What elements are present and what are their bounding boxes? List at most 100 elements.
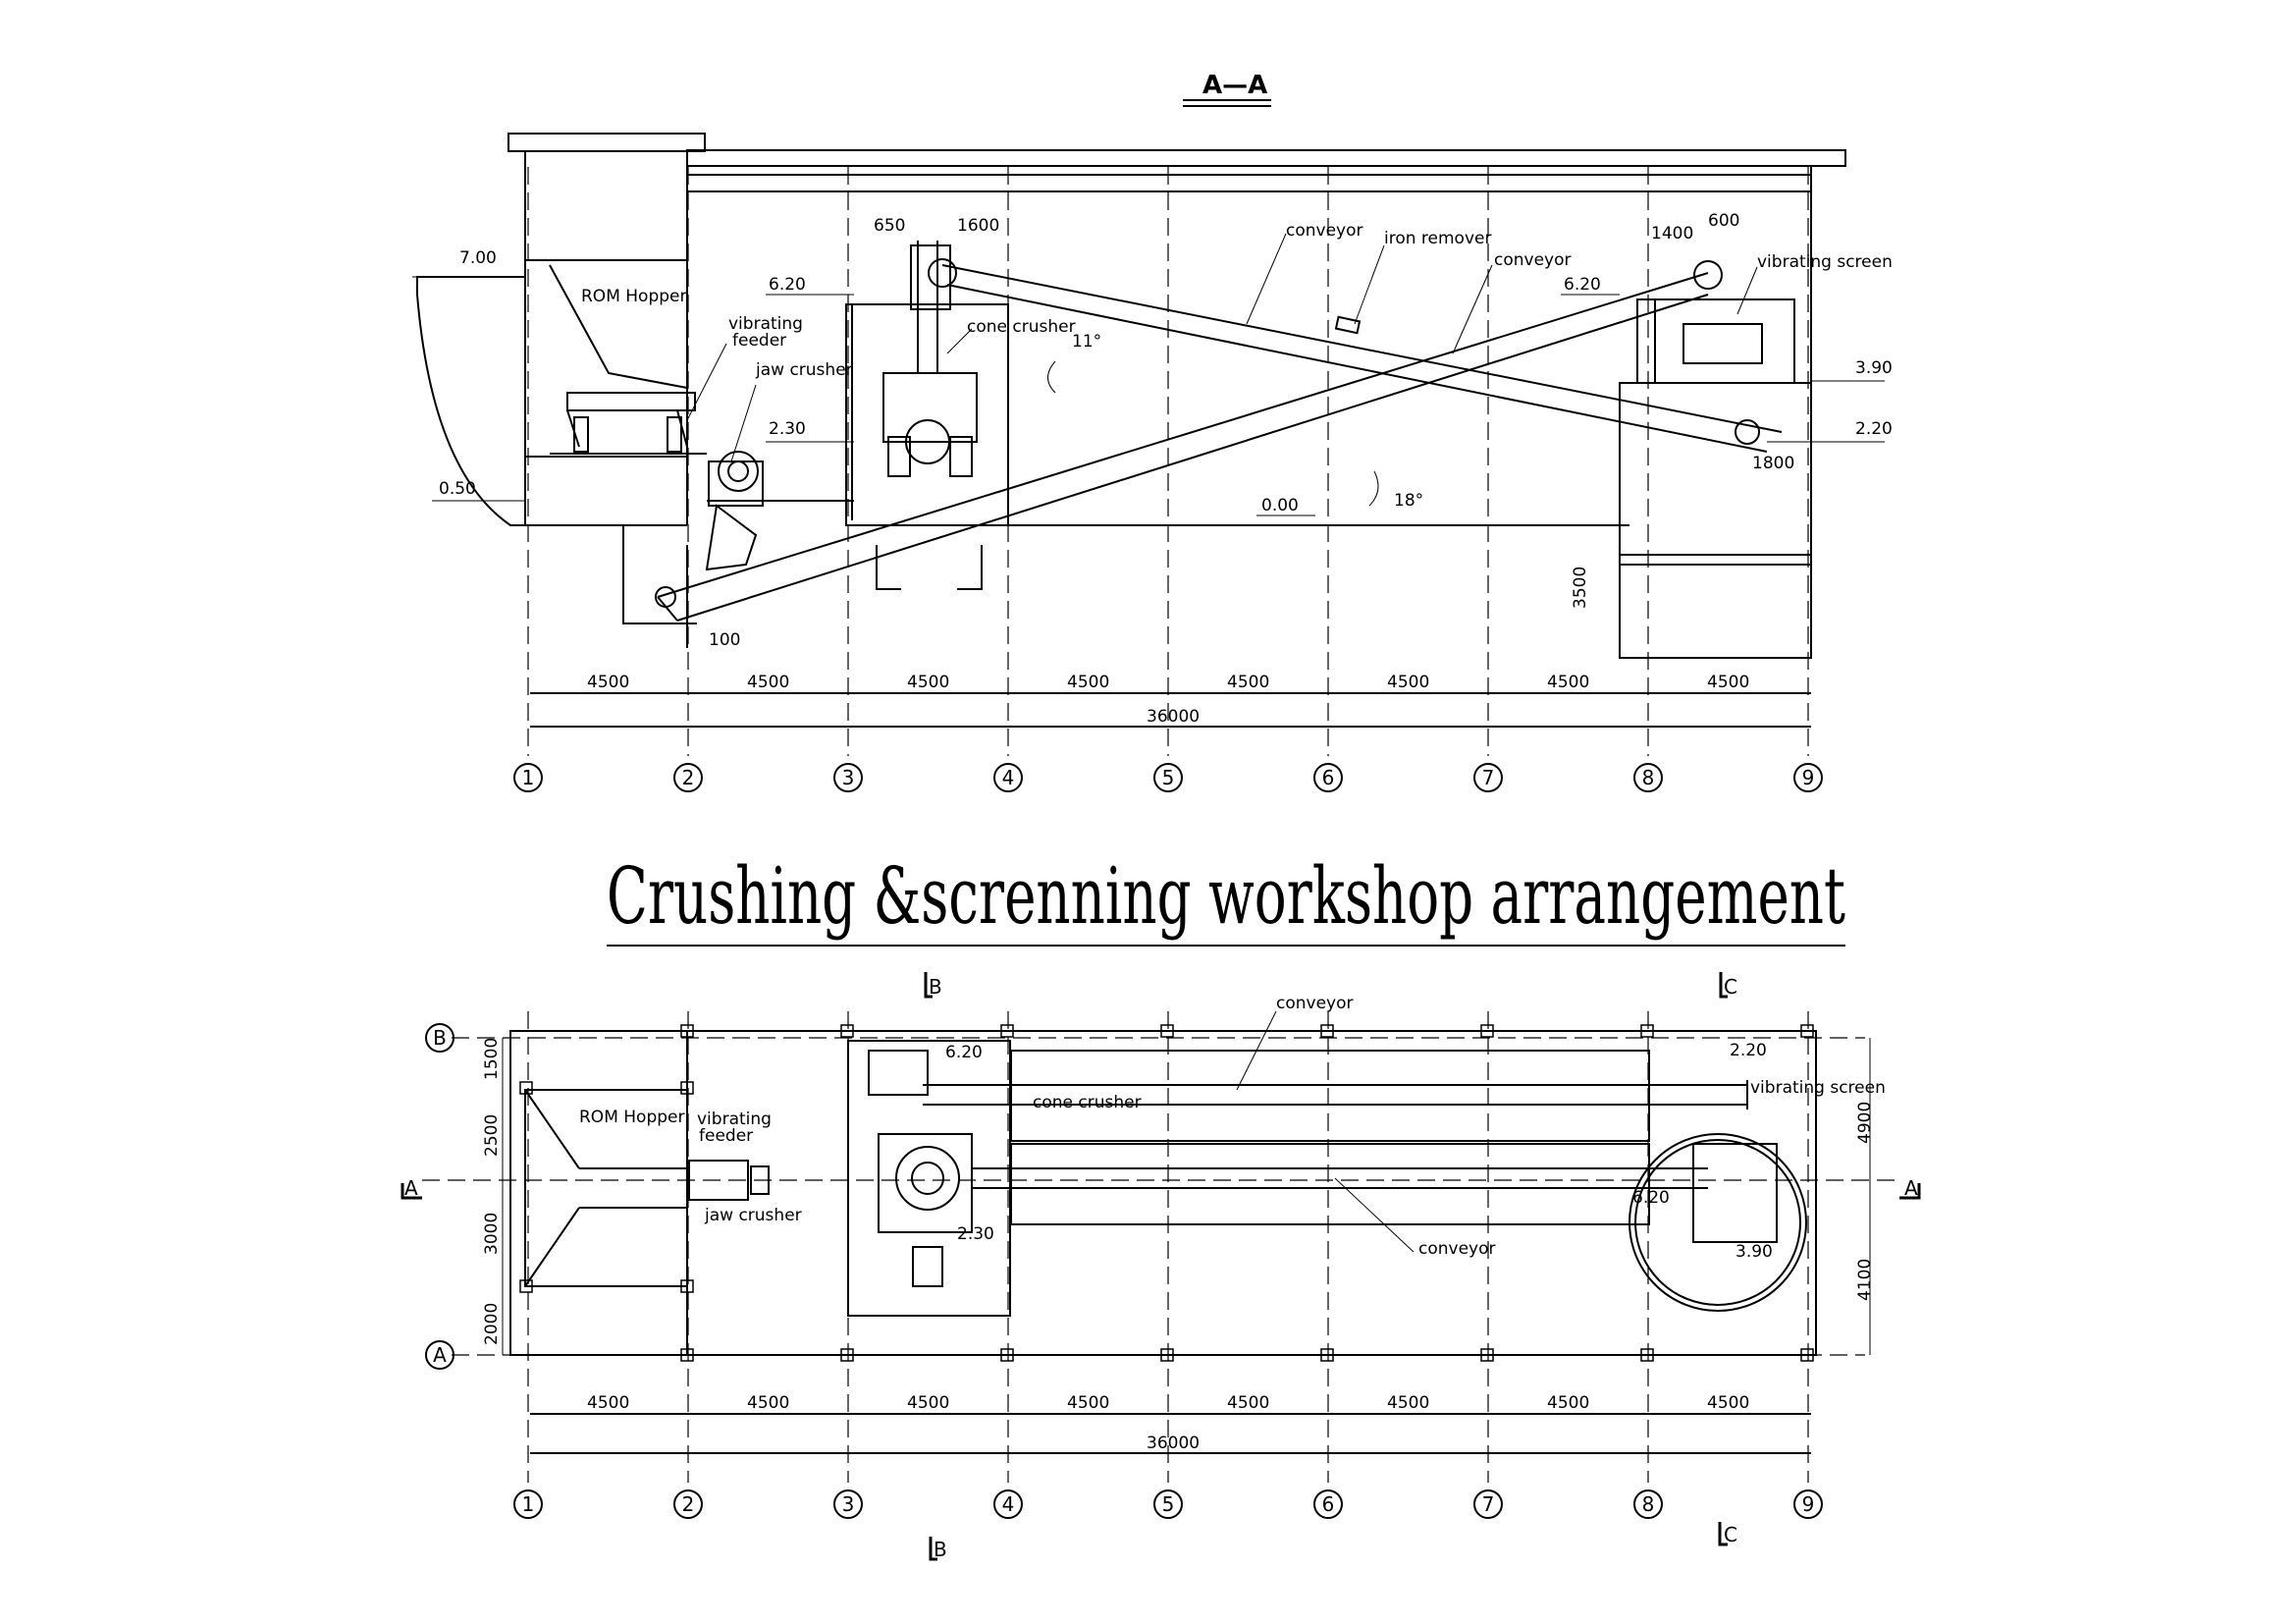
- plan-level-390: 3.90: [1735, 1242, 1773, 1262]
- plan-axis-labels: 1 2 3 4 5 6 7 8 9: [522, 1492, 1815, 1516]
- svg-text:3: 3: [842, 766, 855, 789]
- level-000: 0.00: [1261, 496, 1299, 515]
- svg-text:9: 9: [1802, 1492, 1815, 1516]
- plan-label-rom-hopper: ROM Hopper: [579, 1108, 684, 1127]
- label-conveyor-1: conveyor: [1286, 221, 1363, 241]
- svg-text:2: 2: [682, 766, 695, 789]
- rom-hopper-shape: [549, 264, 688, 389]
- plan-level-230: 2.30: [957, 1224, 994, 1244]
- svg-text:4500: 4500: [1227, 673, 1269, 692]
- svg-text:B: B: [433, 1026, 447, 1050]
- conveyor-elevation-2: [655, 272, 1709, 622]
- svg-text:4500: 4500: [1067, 1393, 1109, 1413]
- screen-building-elevation: [1619, 260, 1812, 659]
- svg-text:2500: 2500: [482, 1114, 502, 1157]
- plan-label-jaw-crusher: jaw crusher: [704, 1206, 802, 1225]
- elevation-view: [412, 99, 1885, 756]
- vibrating-screen-plan: [1629, 1133, 1807, 1312]
- angle-11: 11°: [1072, 332, 1101, 352]
- svg-text:4500: 4500: [1547, 673, 1589, 692]
- svg-text:6: 6: [1322, 766, 1335, 789]
- svg-text:5: 5: [1162, 1492, 1175, 1516]
- svg-text:4500: 4500: [1227, 1393, 1269, 1413]
- plan-label-conveyor-bottom: conveyor: [1418, 1239, 1496, 1259]
- svg-text:4500: 4500: [587, 673, 629, 692]
- svg-text:4900: 4900: [1855, 1102, 1875, 1144]
- svg-text:4500: 4500: [747, 1393, 789, 1413]
- section-marks: [400, 972, 1921, 1561]
- plan-level-620b: 6.20: [1632, 1188, 1670, 1208]
- svg-text:4500: 4500: [1067, 673, 1109, 692]
- cone-crusher-plan: [847, 1040, 1011, 1317]
- label-rom-hopper: ROM Hopper: [581, 287, 686, 306]
- svg-text:2: 2: [682, 1492, 695, 1516]
- svg-text:4100: 4100: [1855, 1259, 1875, 1301]
- svg-text:7: 7: [1482, 766, 1495, 789]
- cone-crusher-elevation: [845, 241, 1009, 590]
- conveyor-elevation-1: [941, 264, 1783, 453]
- dim-600: 600: [1708, 211, 1739, 231]
- svg-text:C: C: [1724, 975, 1737, 999]
- svg-text:4500: 4500: [907, 673, 949, 692]
- conveyor-plan-bottom: [972, 1143, 1708, 1225]
- svg-text:4500: 4500: [1707, 1393, 1749, 1413]
- conveyor-plan-top: [923, 1050, 1748, 1142]
- rom-hopper-plan: [524, 1089, 688, 1287]
- svg-text:B: B: [934, 1538, 947, 1561]
- svg-text:1: 1: [522, 766, 535, 789]
- section-mark-labels: A A B B C C: [404, 975, 1918, 1561]
- label-vibrating-screen: vibrating screen: [1757, 252, 1893, 272]
- label-cone-crusher: cone crusher: [967, 317, 1076, 337]
- svg-text:2000: 2000: [482, 1303, 502, 1345]
- level-220: 2.20: [1855, 419, 1893, 439]
- label-conveyor-2: conveyor: [1494, 250, 1572, 270]
- svg-text:A: A: [433, 1343, 447, 1367]
- svg-text:8: 8: [1642, 1492, 1655, 1516]
- level-390: 3.90: [1855, 358, 1893, 378]
- roof-slab: [686, 149, 1846, 167]
- label-jaw-crusher: jaw crusher: [755, 360, 853, 380]
- plan-view: [422, 1010, 1895, 1483]
- vibrating-feeder-elevation: [550, 392, 707, 455]
- elevation-bay-dims: 4500 4500 4500 4500 4500 4500 4500 4500: [587, 673, 1749, 692]
- plan-grid-lines: [422, 1011, 1895, 1483]
- label-iron-remover: iron remover: [1384, 229, 1491, 248]
- hopper-roof: [507, 133, 706, 152]
- level-620b: 6.20: [1564, 275, 1601, 295]
- svg-text:4500: 4500: [747, 673, 789, 692]
- main-title: Crushing &screnning workshop arrangement: [607, 850, 1845, 942]
- iron-remover: [1334, 315, 1362, 335]
- svg-text:8: 8: [1642, 766, 1655, 789]
- section-title: A—A: [1202, 71, 1267, 100]
- level-230: 2.30: [769, 419, 806, 439]
- elevation-axis-labels: 1 2 3 4 5 6 7 8 9: [522, 766, 1815, 789]
- plan-level-620a: 6.20: [945, 1043, 983, 1062]
- dim-1800: 1800: [1752, 454, 1794, 473]
- dim-100: 100: [709, 630, 740, 650]
- plan-total-dim: 36000: [1147, 1434, 1200, 1453]
- plan-level-220: 2.20: [1730, 1041, 1767, 1060]
- level-620a: 6.20: [769, 275, 806, 295]
- svg-text:4500: 4500: [1707, 673, 1749, 692]
- svg-text:5: 5: [1162, 766, 1175, 789]
- elevation-total-dim: 36000: [1147, 707, 1200, 727]
- plan-label-conveyor-top: conveyor: [1276, 994, 1354, 1013]
- svg-text:4500: 4500: [1387, 673, 1429, 692]
- plan-axis-bubbles: [425, 1023, 1823, 1519]
- plan-left-dims: 1500 2500 3000 2000: [482, 1038, 502, 1345]
- svg-text:6: 6: [1322, 1492, 1335, 1516]
- dim-1600: 1600: [957, 216, 999, 236]
- svg-text:3: 3: [842, 1492, 855, 1516]
- plan-right-dims: 4900 4100: [1855, 1102, 1875, 1301]
- label-vibrating-feeder-2: feeder: [732, 331, 786, 351]
- svg-text:1: 1: [522, 1492, 535, 1516]
- svg-text:4500: 4500: [907, 1393, 949, 1413]
- plan-label-vibrating-screen: vibrating screen: [1750, 1078, 1886, 1098]
- svg-text:4500: 4500: [1547, 1393, 1589, 1413]
- svg-text:4: 4: [1002, 766, 1015, 789]
- svg-text:3000: 3000: [482, 1213, 502, 1255]
- elevation-grid-lines: [527, 167, 1809, 756]
- jaw-crusher-elevation: [705, 304, 854, 571]
- svg-text:4: 4: [1002, 1492, 1015, 1516]
